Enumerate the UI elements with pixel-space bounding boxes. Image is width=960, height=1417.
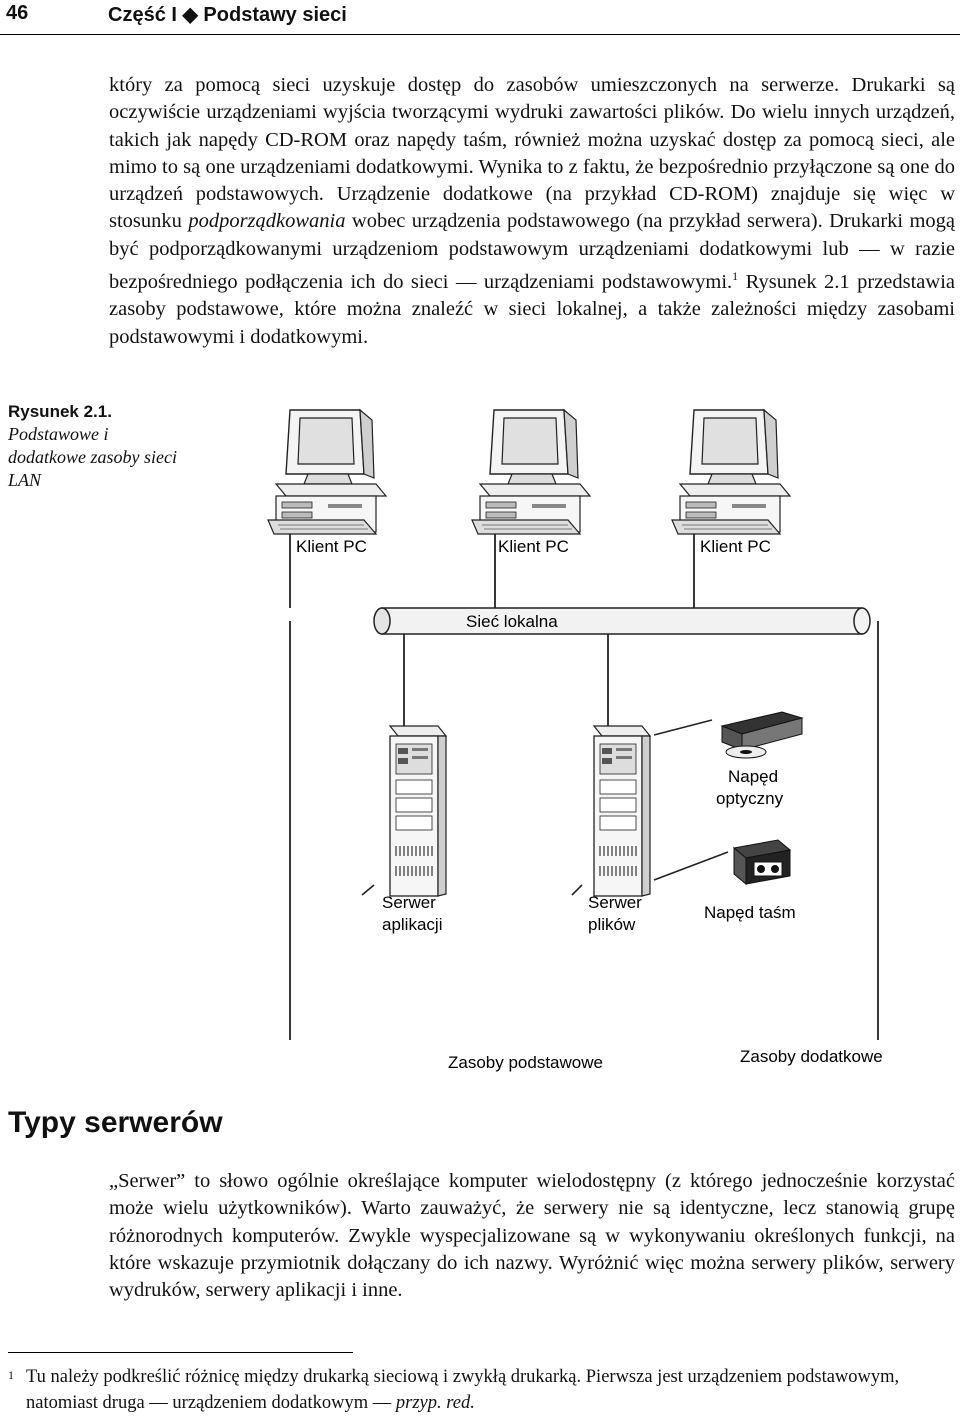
- app-server-label-1: Serwer: [382, 893, 436, 912]
- footnote-emphasis: przyp. red.: [395, 1393, 475, 1413]
- footnote-ref[interactable]: 1: [732, 269, 739, 284]
- section-heading: Typy serwerów: [8, 1106, 223, 1139]
- footnote-divider: [8, 1352, 353, 1353]
- paragraph-text: który za pomocą sieci uzyskuje dostęp do…: [109, 74, 955, 233]
- client-pc-2-label: Klient PC: [498, 537, 569, 556]
- tape-drive-icon: [732, 839, 792, 886]
- optical-drive-icon: [720, 711, 804, 759]
- tape-drive-label: Napęd taśm: [704, 903, 796, 922]
- page-header: 46 Część I ◆ Podstawy sieci: [0, 0, 960, 35]
- optical-drive-label-1: Napęd: [728, 767, 778, 786]
- emphasis: podporządkowania: [188, 210, 346, 233]
- network-diagram: Klient PC Klient PC Klient PC Sieć lokal…: [267, 409, 883, 1072]
- lan-pipe: [373, 607, 871, 635]
- footnote: 1 Tu należy podkreślić różnicę między dr…: [8, 1364, 948, 1413]
- client-pc-3-icon: [671, 409, 791, 535]
- file-server-label-2: plików: [588, 915, 636, 934]
- chapter-title: Część I ◆ Podstawy sieci: [108, 4, 347, 26]
- figure-caption: Rysunek 2.1. Podstawowe i dodatkowe zaso…: [8, 400, 178, 492]
- client-pc-2-icon: [471, 409, 591, 535]
- app-server-label-2: aplikacji: [382, 915, 442, 934]
- device-links: [361, 719, 729, 896]
- body-paragraph-2: „Serwer” to słowo ogólnie określające ko…: [109, 1170, 955, 1302]
- primary-resources-label: Zasoby podstawowe: [448, 1053, 603, 1072]
- body-paragraph-1: który za pomocą sieci uzyskuje dostęp do…: [109, 72, 955, 351]
- client-pc-1-label: Klient PC: [296, 537, 367, 556]
- figure-number: Rysunek 2.1.: [8, 402, 112, 421]
- client-pc-1-icon: [267, 409, 387, 535]
- page-number: 46: [6, 2, 29, 24]
- application-server-icon: [389, 725, 447, 897]
- lan-label: Sieć lokalna: [466, 612, 558, 631]
- footnote-marker: 1: [8, 1368, 14, 1382]
- paragraph-text: wobec urządzenia podstawowego (na przykł…: [109, 210, 956, 293]
- file-server-icon: [593, 725, 651, 897]
- paragraph-text: Rysunek 2.1 przedstawia zasoby podstawow…: [109, 270, 956, 348]
- client-pc-3-label: Klient PC: [700, 537, 771, 556]
- client-connections: [289, 534, 695, 608]
- file-server-label-1: Serwer: [588, 893, 642, 912]
- footnote-text: Tu należy podkreślić różnicę między druk…: [26, 1367, 900, 1413]
- lan-drops: [289, 621, 879, 1040]
- secondary-resources-label: Zasoby dodatkowe: [740, 1047, 883, 1066]
- figure-caption-text: Podstawowe i dodatkowe zasoby sieci LAN: [8, 424, 177, 490]
- optical-drive-label-2: optyczny: [716, 789, 784, 808]
